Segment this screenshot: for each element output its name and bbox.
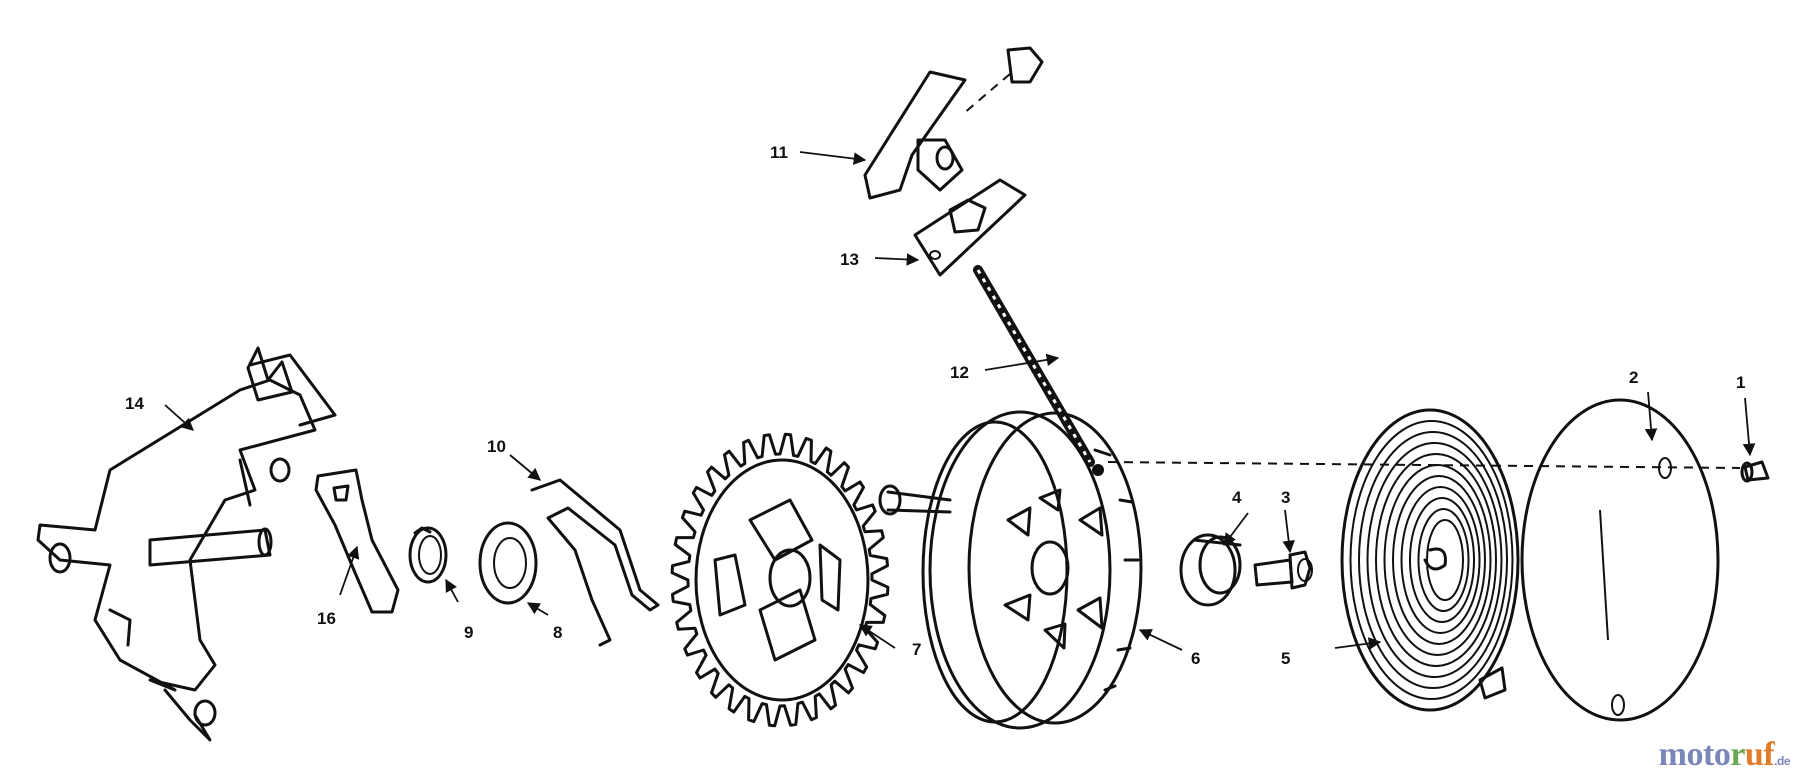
part-labels: 14 16 9 8 10 7 6 5 4 3 2 1 12 13 11 (125, 143, 1745, 668)
bolt-part (1253, 550, 1313, 590)
label-part-9: 9 (464, 623, 473, 642)
label-part-2: 2 (1629, 368, 1638, 387)
label-part-16: 16 (317, 609, 336, 628)
screw-part (1740, 460, 1770, 483)
label-part-7: 7 (912, 640, 921, 659)
label-part-14: 11 (770, 143, 788, 162)
pulley-part (878, 410, 1143, 730)
leader-lines (164, 151, 1756, 651)
label-part-13: 13 (840, 250, 859, 269)
pawl-part (314, 468, 400, 614)
label-part-12: 12 (950, 363, 969, 382)
label-part-11: 14 (125, 394, 144, 413)
cover-part (1520, 398, 1720, 722)
recoil-spring-part (1340, 408, 1520, 712)
label-part-3: 3 (1281, 488, 1290, 507)
label-part-8: 8 (553, 623, 562, 642)
gear-part (670, 432, 890, 728)
watermark-part-1: moto (1658, 736, 1731, 773)
label-part-6: 6 (1191, 649, 1200, 668)
label-part-10: 10 (487, 437, 506, 456)
watermark-part-2: r (1730, 736, 1745, 773)
watermark-suffix: .de (1774, 754, 1790, 768)
bushing-part (1179, 533, 1242, 607)
label-part-5: 5 (1281, 649, 1290, 668)
spring-wire-part (530, 478, 660, 647)
label-part-1: 1 (1736, 373, 1745, 392)
label-part-4: 4 (1232, 488, 1242, 507)
watermark-logo: motoruf.de (1658, 736, 1791, 774)
rope-part (973, 265, 1095, 467)
handle-grip-part (863, 46, 1044, 200)
watermark-part-3: uf (1744, 736, 1775, 773)
washer-part (478, 521, 538, 605)
retainer-ring-part (408, 526, 448, 584)
bracket-plate-part (36, 346, 337, 742)
handle-plate-part (913, 178, 1027, 277)
